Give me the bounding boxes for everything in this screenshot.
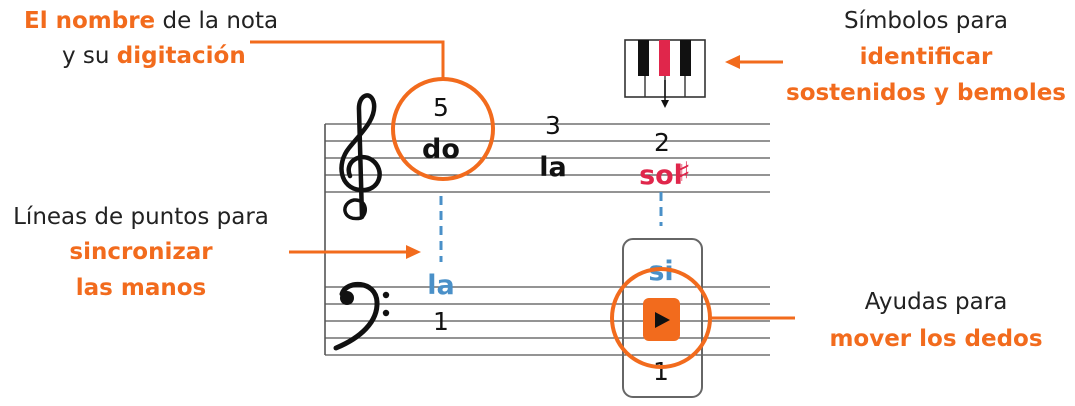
arrow-to-sync-line: [289, 245, 421, 259]
arrow-to-piano-icon: [725, 55, 783, 69]
treble-note-la: 3 la: [539, 111, 566, 183]
treble-note-do: 5 do: [422, 93, 460, 165]
label-symbols-line1: Símbolos para: [844, 8, 1008, 34]
label-dotted-line1: Líneas de puntos para: [13, 204, 269, 230]
note-name: sol: [639, 160, 683, 191]
label-helpers-line1: Ayudas para: [865, 289, 1008, 315]
piano-pointer-arrow: [661, 80, 669, 108]
move-helper-box: [622, 238, 703, 398]
note-name: la: [427, 270, 454, 301]
treble-clef-icon: [339, 93, 382, 221]
finger-number: 1: [653, 357, 669, 386]
treble-staff: [325, 123, 770, 193]
finger-number: 5: [433, 93, 449, 122]
finger-number: 2: [654, 128, 670, 157]
play-triangle-icon: [655, 312, 670, 328]
label-dotted-line2: sincronizar: [69, 239, 213, 265]
finger-number: 1: [433, 307, 449, 336]
finger-number: 3: [545, 111, 561, 140]
label-symbols-line2: identificar: [860, 44, 993, 70]
label-dotted-line3: las manos: [76, 275, 206, 301]
label-note-name-line2: y su digitación: [62, 43, 246, 69]
note-name: do: [422, 134, 460, 165]
callout-line-note-name: [250, 40, 445, 80]
note-name: la: [539, 152, 566, 183]
label-note-name-line1: El nombre de la nota: [24, 8, 278, 34]
bass-clef-icon: [333, 281, 390, 351]
label-helpers-line2: mover los dedos: [829, 326, 1042, 352]
bass-note-la: la 1: [427, 270, 454, 336]
label-symbols-line3: sostenidos y bemoles: [786, 80, 1066, 106]
treble-note-sol-sharp: 2 sol ♯: [639, 128, 690, 191]
sharp-icon: ♯: [677, 157, 690, 188]
